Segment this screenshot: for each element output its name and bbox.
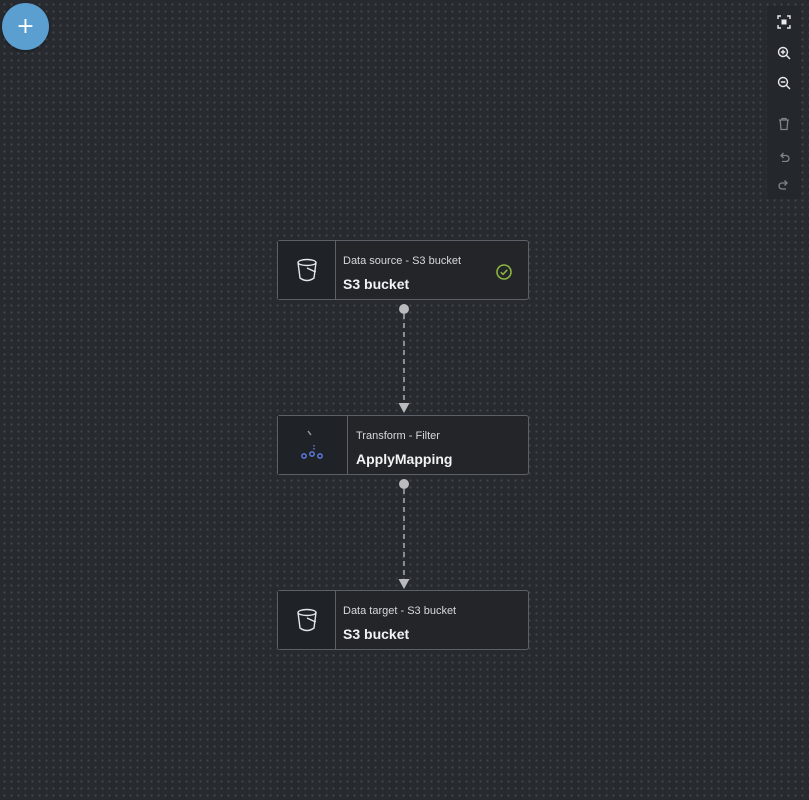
node-data-source[interactable]: Data source - S3 bucket S3 bucket: [277, 240, 529, 300]
zoom-in-icon: [777, 46, 791, 60]
node-subtitle: Data target - S3 bucket: [343, 605, 457, 617]
redo-button[interactable]: [774, 175, 794, 195]
node-title: ApplyMapping: [356, 451, 453, 467]
edge-source-to-transform[interactable]: [398, 304, 410, 413]
node-subtitle: Transform - Filter: [356, 430, 440, 442]
node-icon-container: [278, 591, 336, 649]
node-subtitle: Data source - S3 bucket: [343, 255, 462, 267]
canvas-toolbar: [767, 6, 801, 199]
fit-view-button[interactable]: [774, 12, 794, 32]
node-icon-container: [278, 416, 348, 474]
node-transform[interactable]: Transform - Filter ApplyMapping: [277, 415, 529, 475]
undo-icon: [780, 152, 790, 162]
node-data-target[interactable]: Data target - S3 bucket S3 bucket: [277, 590, 529, 650]
delete-button[interactable]: [774, 114, 794, 134]
filter-transform-icon: [300, 430, 323, 459]
trash-icon: [779, 117, 789, 131]
add-node-button[interactable]: +: [2, 3, 49, 50]
zoom-out-icon: [777, 76, 791, 90]
node-title: S3 bucket: [343, 276, 410, 292]
node-title: S3 bucket: [343, 626, 410, 642]
undo-button[interactable]: [774, 145, 794, 165]
redo-icon: [778, 180, 788, 190]
zoom-in-button[interactable]: [774, 43, 794, 63]
edge-transform-to-target[interactable]: [398, 479, 410, 589]
check-circle-icon: [496, 264, 512, 280]
bucket-icon: [296, 608, 317, 632]
fit-view-icon: [777, 15, 791, 29]
zoom-out-button[interactable]: [774, 73, 794, 93]
plus-icon: +: [16, 14, 35, 39]
node-icon-container: [278, 241, 336, 299]
bucket-icon: [296, 258, 317, 282]
